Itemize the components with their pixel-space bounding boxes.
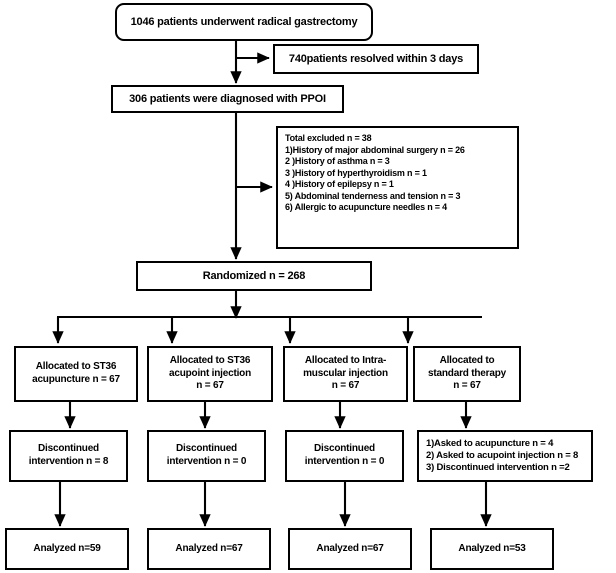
analysis-arm-1-label: Analyzed n=59 (33, 542, 101, 554)
followup-arm-4-line-3: 3) Discontinued intervention n =2 (426, 462, 570, 474)
excluded-item-4: 4 )History of epilepsy n = 1 (285, 179, 394, 190)
analysis-arm-3-label: Analyzed n=67 (316, 542, 384, 554)
node-followup-arm-3: Discontinued intervention n = 0 (285, 430, 404, 482)
allocation-arm-4-line-1: Allocated to (439, 354, 495, 366)
allocation-arm-1-line-1: Allocated to ST36 (35, 361, 117, 373)
followup-arm-3-line-2: intervention n = 0 (304, 456, 385, 467)
node-randomized-label: Randomized n = 268 (202, 269, 306, 282)
followup-arm-3-line-1: Discontinued (314, 443, 375, 455)
node-allocation-arm-1: Allocated to ST36 acupuncture n = 67 (14, 346, 138, 402)
excluded-item-2: 2 )History of asthma n = 3 (285, 156, 390, 167)
node-resolved-label: 740patients resolved within 3 days (288, 52, 464, 65)
followup-arm-1-line-1: Discontinued (38, 443, 99, 455)
excluded-heading: Total excluded n = 38 (285, 133, 372, 143)
node-allocation-arm-4: Allocated to standard therapy n = 67 (413, 346, 521, 402)
node-allocation-arm-3: Allocated to Intra- muscular injection n… (283, 346, 408, 402)
node-resolved: 740patients resolved within 3 days (273, 44, 479, 74)
allocation-arm-2-line-2: acupoint injection (169, 367, 251, 379)
excluded-item-3: 3 )History of hyperthyroidism n = 1 (285, 167, 427, 178)
allocation-arm-4-line-3: n = 67 (453, 380, 481, 392)
node-followup-arm-4: 1)Asked to acupuncture n = 4 2) Asked to… (417, 430, 593, 482)
node-analysis-arm-2: Analyzed n=67 (147, 528, 271, 570)
node-randomized: Randomized n = 268 (136, 261, 372, 291)
node-enrollment-label: 1046 patients underwent radical gastrect… (130, 15, 358, 28)
followup-arm-4-line-1: 1)Asked to acupuncture n = 4 (426, 438, 554, 449)
allocation-arm-3-line-1: Allocated to Intra- (304, 354, 387, 366)
followup-arm-2-line-1: Discontinued (176, 443, 237, 455)
node-allocation-arm-2: Allocated to ST36 acupoint injection n =… (147, 346, 273, 402)
node-analysis-arm-4: Analyzed n=53 (430, 528, 554, 570)
node-followup-arm-1: Discontinued intervention n = 8 (9, 430, 128, 482)
analysis-arm-2-label: Analyzed n=67 (175, 542, 243, 554)
followup-arm-4-line-2: 2) Asked to acupoint injection n = 8 (426, 450, 579, 462)
node-followup-arm-2: Discontinued intervention n = 0 (147, 430, 266, 482)
node-analysis-arm-1: Analyzed n=59 (5, 528, 129, 570)
node-diagnosed: 306 patients were diagnosed with PPOI (111, 85, 344, 113)
allocation-arm-4-line-2: standard therapy (428, 367, 506, 379)
node-analysis-arm-3: Analyzed n=67 (288, 528, 412, 570)
followup-arm-1-line-2: intervention n = 8 (28, 456, 109, 467)
node-excluded: Total excluded n = 38 1)History of major… (276, 126, 519, 249)
allocation-arm-3-line-3: n = 67 (331, 380, 360, 392)
followup-arm-2-line-2: intervention n = 0 (166, 456, 247, 467)
node-diagnosed-label: 306 patients were diagnosed with PPOI (129, 92, 326, 105)
allocation-arm-1-line-2: acupuncture n = 67 (32, 374, 120, 385)
allocation-arm-2-line-1: Allocated to ST36 (169, 354, 251, 366)
node-enrollment: 1046 patients underwent radical gastrect… (115, 3, 373, 41)
excluded-item-6: 6) Allergic to acupuncture needles n = 4 (285, 202, 447, 213)
excluded-item-5: 5) Abdominal tenderness and tension n = … (285, 190, 461, 201)
analysis-arm-4-label: Analyzed n=53 (458, 542, 526, 554)
allocation-arm-3-line-2: muscular injection (303, 367, 388, 379)
allocation-arm-2-line-3: n = 67 (196, 380, 224, 392)
excluded-item-1: 1)History of major abdominal surgery n =… (285, 144, 465, 155)
